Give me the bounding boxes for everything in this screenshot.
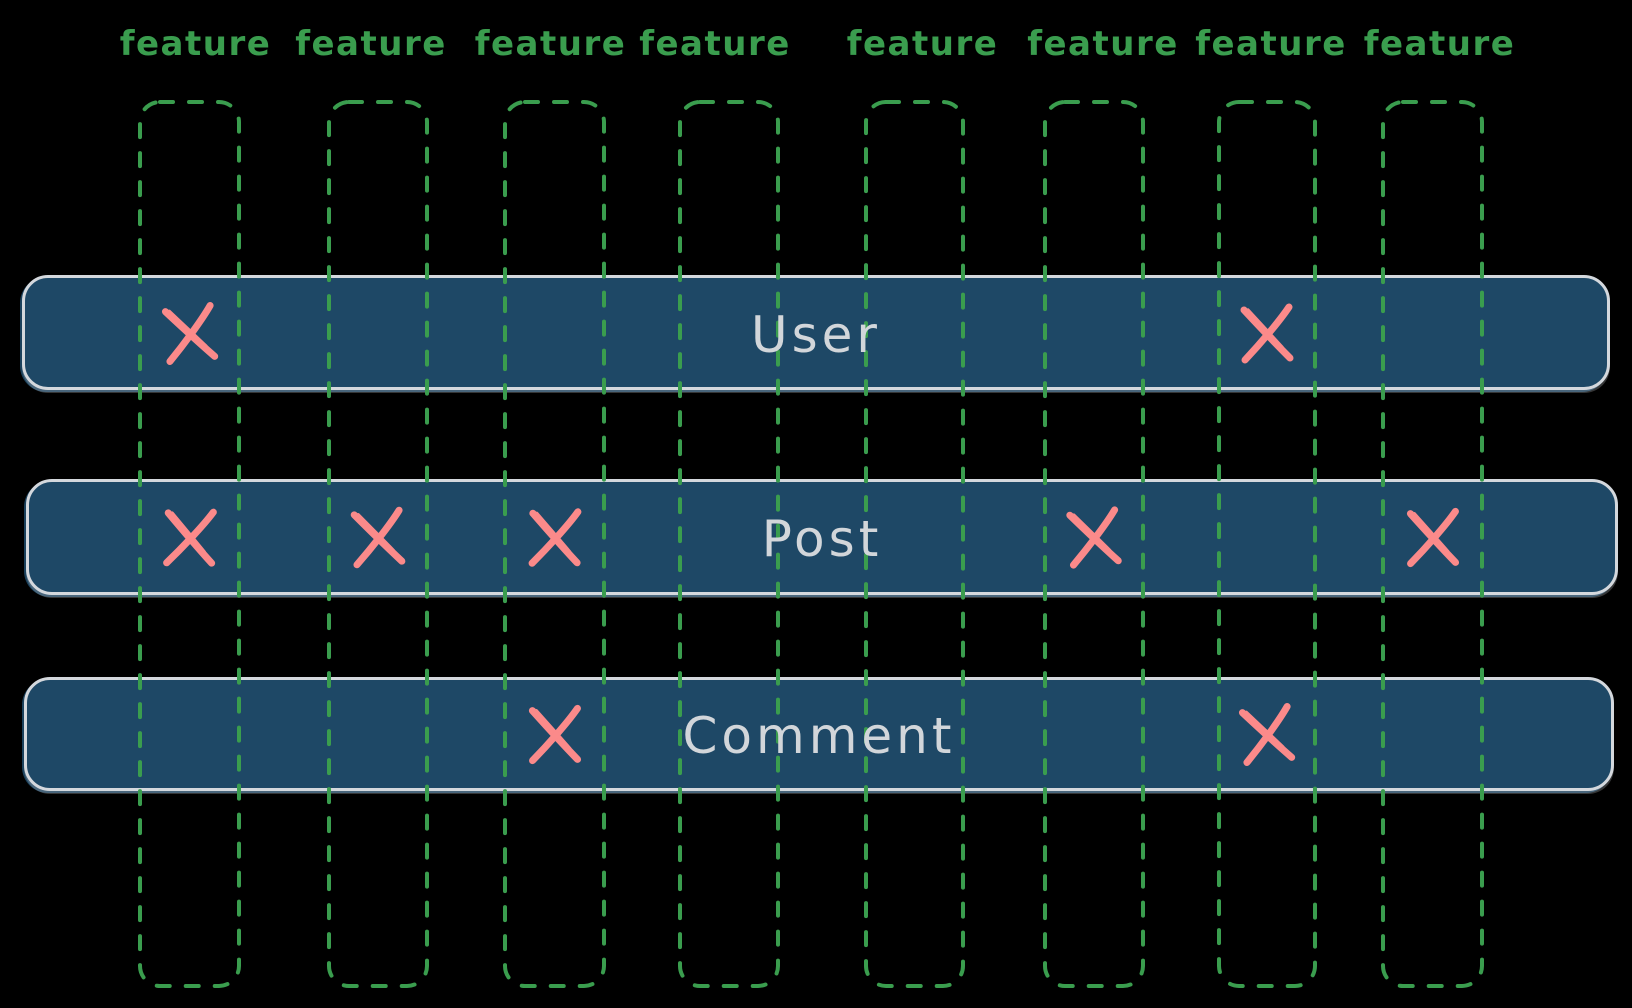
cross-mark xyxy=(1062,503,1126,571)
entity-row-comment xyxy=(24,677,1614,791)
feature-column-outline xyxy=(864,100,965,988)
cross-mark xyxy=(1235,299,1299,367)
entity-row-post xyxy=(26,479,1618,595)
feature-column-label: feature xyxy=(1027,24,1179,64)
feature-column-outline xyxy=(327,100,429,988)
cross-mark xyxy=(1235,700,1299,768)
feature-column-label: feature xyxy=(1363,24,1516,64)
feature-column-outline xyxy=(1043,100,1145,988)
feature-column-outline xyxy=(503,100,606,988)
entity-label: Comment xyxy=(682,707,956,765)
feature-column-outline xyxy=(138,100,241,988)
feature-column-label: feature xyxy=(1195,24,1347,64)
cross-mark xyxy=(523,503,587,571)
feature-column-label: feature xyxy=(846,24,999,64)
entity-row-user xyxy=(22,275,1610,390)
entity-label: Post xyxy=(761,510,883,568)
cross-mark xyxy=(1401,503,1465,571)
cross-mark xyxy=(158,503,222,571)
cross-mark xyxy=(523,700,587,768)
feature-column-outline xyxy=(1381,100,1484,988)
cross-mark xyxy=(158,299,222,367)
feature-column-label: feature xyxy=(119,24,272,64)
feature-column-label: feature xyxy=(639,24,791,64)
feature-column-outline xyxy=(1217,100,1317,988)
feature-column-outline xyxy=(678,100,780,988)
feature-column-label: feature xyxy=(295,24,447,64)
cross-mark xyxy=(346,503,410,571)
entity-label: User xyxy=(751,305,881,364)
feature-column-label: feature xyxy=(474,24,627,64)
